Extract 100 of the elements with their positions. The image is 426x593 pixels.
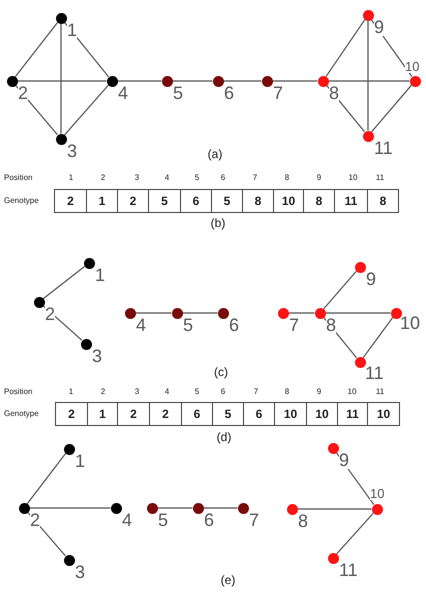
row-header: Genotype <box>4 410 39 418</box>
position-number: 10 <box>348 174 358 182</box>
vertex-number: 3 <box>75 563 86 581</box>
row-header: Position <box>4 388 32 396</box>
vertex-number: 4 <box>136 316 146 334</box>
genotype-cell: 5 <box>211 189 243 213</box>
edge-line <box>42 266 86 300</box>
vertex-number: 6 <box>204 511 214 529</box>
vertex-dot <box>172 308 182 318</box>
genotype-cell: 5 <box>212 402 244 426</box>
edge-line <box>272 80 318 82</box>
edge-line <box>328 80 410 82</box>
position-number: 11 <box>376 388 384 396</box>
edge-line <box>158 507 192 509</box>
vertex-dot <box>372 504 382 514</box>
row-header: Position <box>4 174 32 182</box>
edge-line <box>64 84 109 136</box>
vertex-dot <box>56 134 66 144</box>
position-number: 7 <box>254 388 258 396</box>
position-number: 9 <box>316 388 322 396</box>
position-number: 7 <box>252 174 258 182</box>
vertex-dot <box>328 442 338 454</box>
vertex-number: 7 <box>273 84 284 102</box>
position-number: 3 <box>134 174 140 182</box>
vertex-number: 10 <box>400 314 420 332</box>
vertex-dot <box>318 76 328 86</box>
vertex-dot <box>80 338 92 350</box>
edge-line <box>204 507 238 509</box>
genotype-cell: 2 <box>54 189 87 213</box>
position-number: 6 <box>220 174 226 182</box>
vertex-number: 5 <box>158 511 168 529</box>
genotype-cell: 8 <box>242 189 274 213</box>
edge-line <box>27 512 66 556</box>
panel-label: (a) <box>208 148 222 160</box>
position-number: 1 <box>68 174 74 182</box>
vertex-number: 8 <box>298 512 308 530</box>
edge-line <box>371 84 412 132</box>
vertex-number: 8 <box>326 316 336 334</box>
edge-line <box>42 305 82 341</box>
vertex-dot <box>362 130 374 142</box>
vertex-dot <box>410 76 420 86</box>
vertex-number: 9 <box>374 18 384 36</box>
vertex-dot <box>314 308 326 318</box>
edge-line <box>326 312 390 314</box>
vertex-number: 11 <box>339 561 358 579</box>
genotype-cell: 10 <box>306 402 338 426</box>
genotype-cell: 11 <box>334 189 368 213</box>
edge-line <box>326 19 366 77</box>
genotype-cell: 6 <box>180 189 212 213</box>
position-number: 4 <box>164 174 170 182</box>
genotype-cell: 2 <box>117 189 149 213</box>
position-number: 6 <box>220 388 226 396</box>
edge-line <box>182 312 218 314</box>
genotype-cell: 1 <box>86 189 118 213</box>
panel-label: (e) <box>220 574 236 586</box>
vertex-number: 5 <box>183 316 194 334</box>
panel-label: (c) <box>214 366 228 378</box>
vertex-dot <box>278 308 288 318</box>
position-number: 11 <box>376 174 384 182</box>
genotype-cell: 8 <box>303 189 335 213</box>
genotype-cell: 10 <box>273 189 304 213</box>
position-number: 5 <box>194 174 200 182</box>
position-number: 2 <box>100 388 106 396</box>
edge-line <box>298 508 372 510</box>
vertex-number: 1 <box>95 266 106 284</box>
genotype-cell: 2 <box>149 402 182 426</box>
vertex-number: 3 <box>92 347 102 365</box>
genotype-cell: 6 <box>243 402 275 426</box>
edge-line <box>14 22 58 78</box>
vertex-dot <box>354 356 366 368</box>
edge-line <box>18 80 106 82</box>
vertex-dot <box>106 76 118 86</box>
vertex-dot <box>238 502 248 514</box>
vertex-number: 11 <box>374 139 393 157</box>
edge-line <box>136 312 172 314</box>
vertex-number: 11 <box>365 364 384 382</box>
genotype-cell: 11 <box>337 402 368 426</box>
genotype-cell: 8 <box>367 189 399 213</box>
vertex-dot <box>56 12 66 24</box>
vertex-number: 1 <box>67 21 78 39</box>
genotype-cell: 10 <box>367 402 400 426</box>
edge-line <box>224 80 262 82</box>
panel-label: (d) <box>216 431 232 443</box>
vertex-dot <box>354 262 366 272</box>
genotype-cell: 1 <box>87 402 118 426</box>
vertex-number: 4 <box>122 511 132 529</box>
vertex-number: 6 <box>224 84 234 102</box>
genotype-cell: 6 <box>181 402 213 426</box>
vertex-number: 6 <box>229 316 240 334</box>
vertex-number: 2 <box>45 305 56 323</box>
vertex-number: 4 <box>118 84 128 102</box>
vertex-dot <box>124 308 136 318</box>
position-number: 5 <box>194 388 200 396</box>
vertex-dot <box>64 554 74 566</box>
vertex-dot <box>64 444 74 454</box>
position-number: 1 <box>68 388 74 396</box>
edge-line <box>172 80 212 82</box>
vertex-number: 9 <box>339 451 350 469</box>
position-number: 10 <box>348 388 356 396</box>
position-number: 9 <box>316 174 322 182</box>
